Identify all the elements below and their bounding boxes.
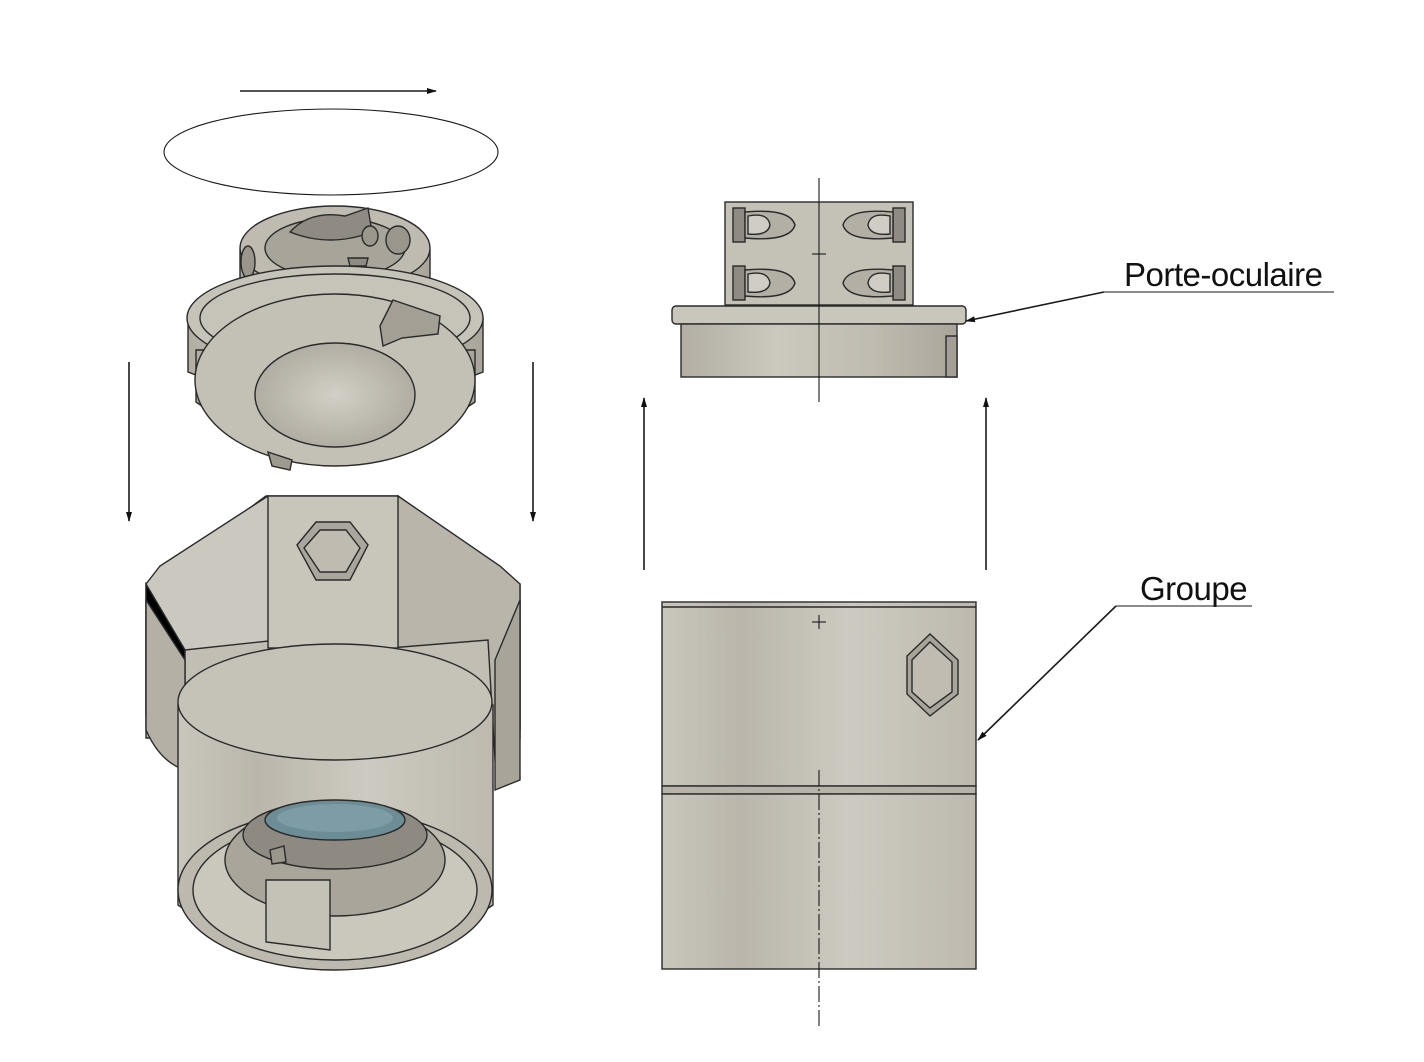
roller-slot [842, 265, 906, 301]
roller-slot [842, 207, 906, 243]
main-body-part [145, 494, 521, 971]
callout-assembly: Groupe [977, 570, 1252, 741]
rotation-ellipse [163, 108, 499, 196]
roller-slot [732, 207, 796, 243]
callout-label-eyepiece-holder: Porte-oculaire [1124, 256, 1322, 293]
roller-slot [732, 265, 796, 301]
eyepiece-holder-part [186, 205, 484, 471]
front-views [641, 178, 989, 1026]
callout-eyepiece-holder: Porte-oculaire [965, 256, 1334, 323]
callout-label-assembly: Groupe [1140, 570, 1247, 607]
exploded-view [126, 88, 536, 971]
